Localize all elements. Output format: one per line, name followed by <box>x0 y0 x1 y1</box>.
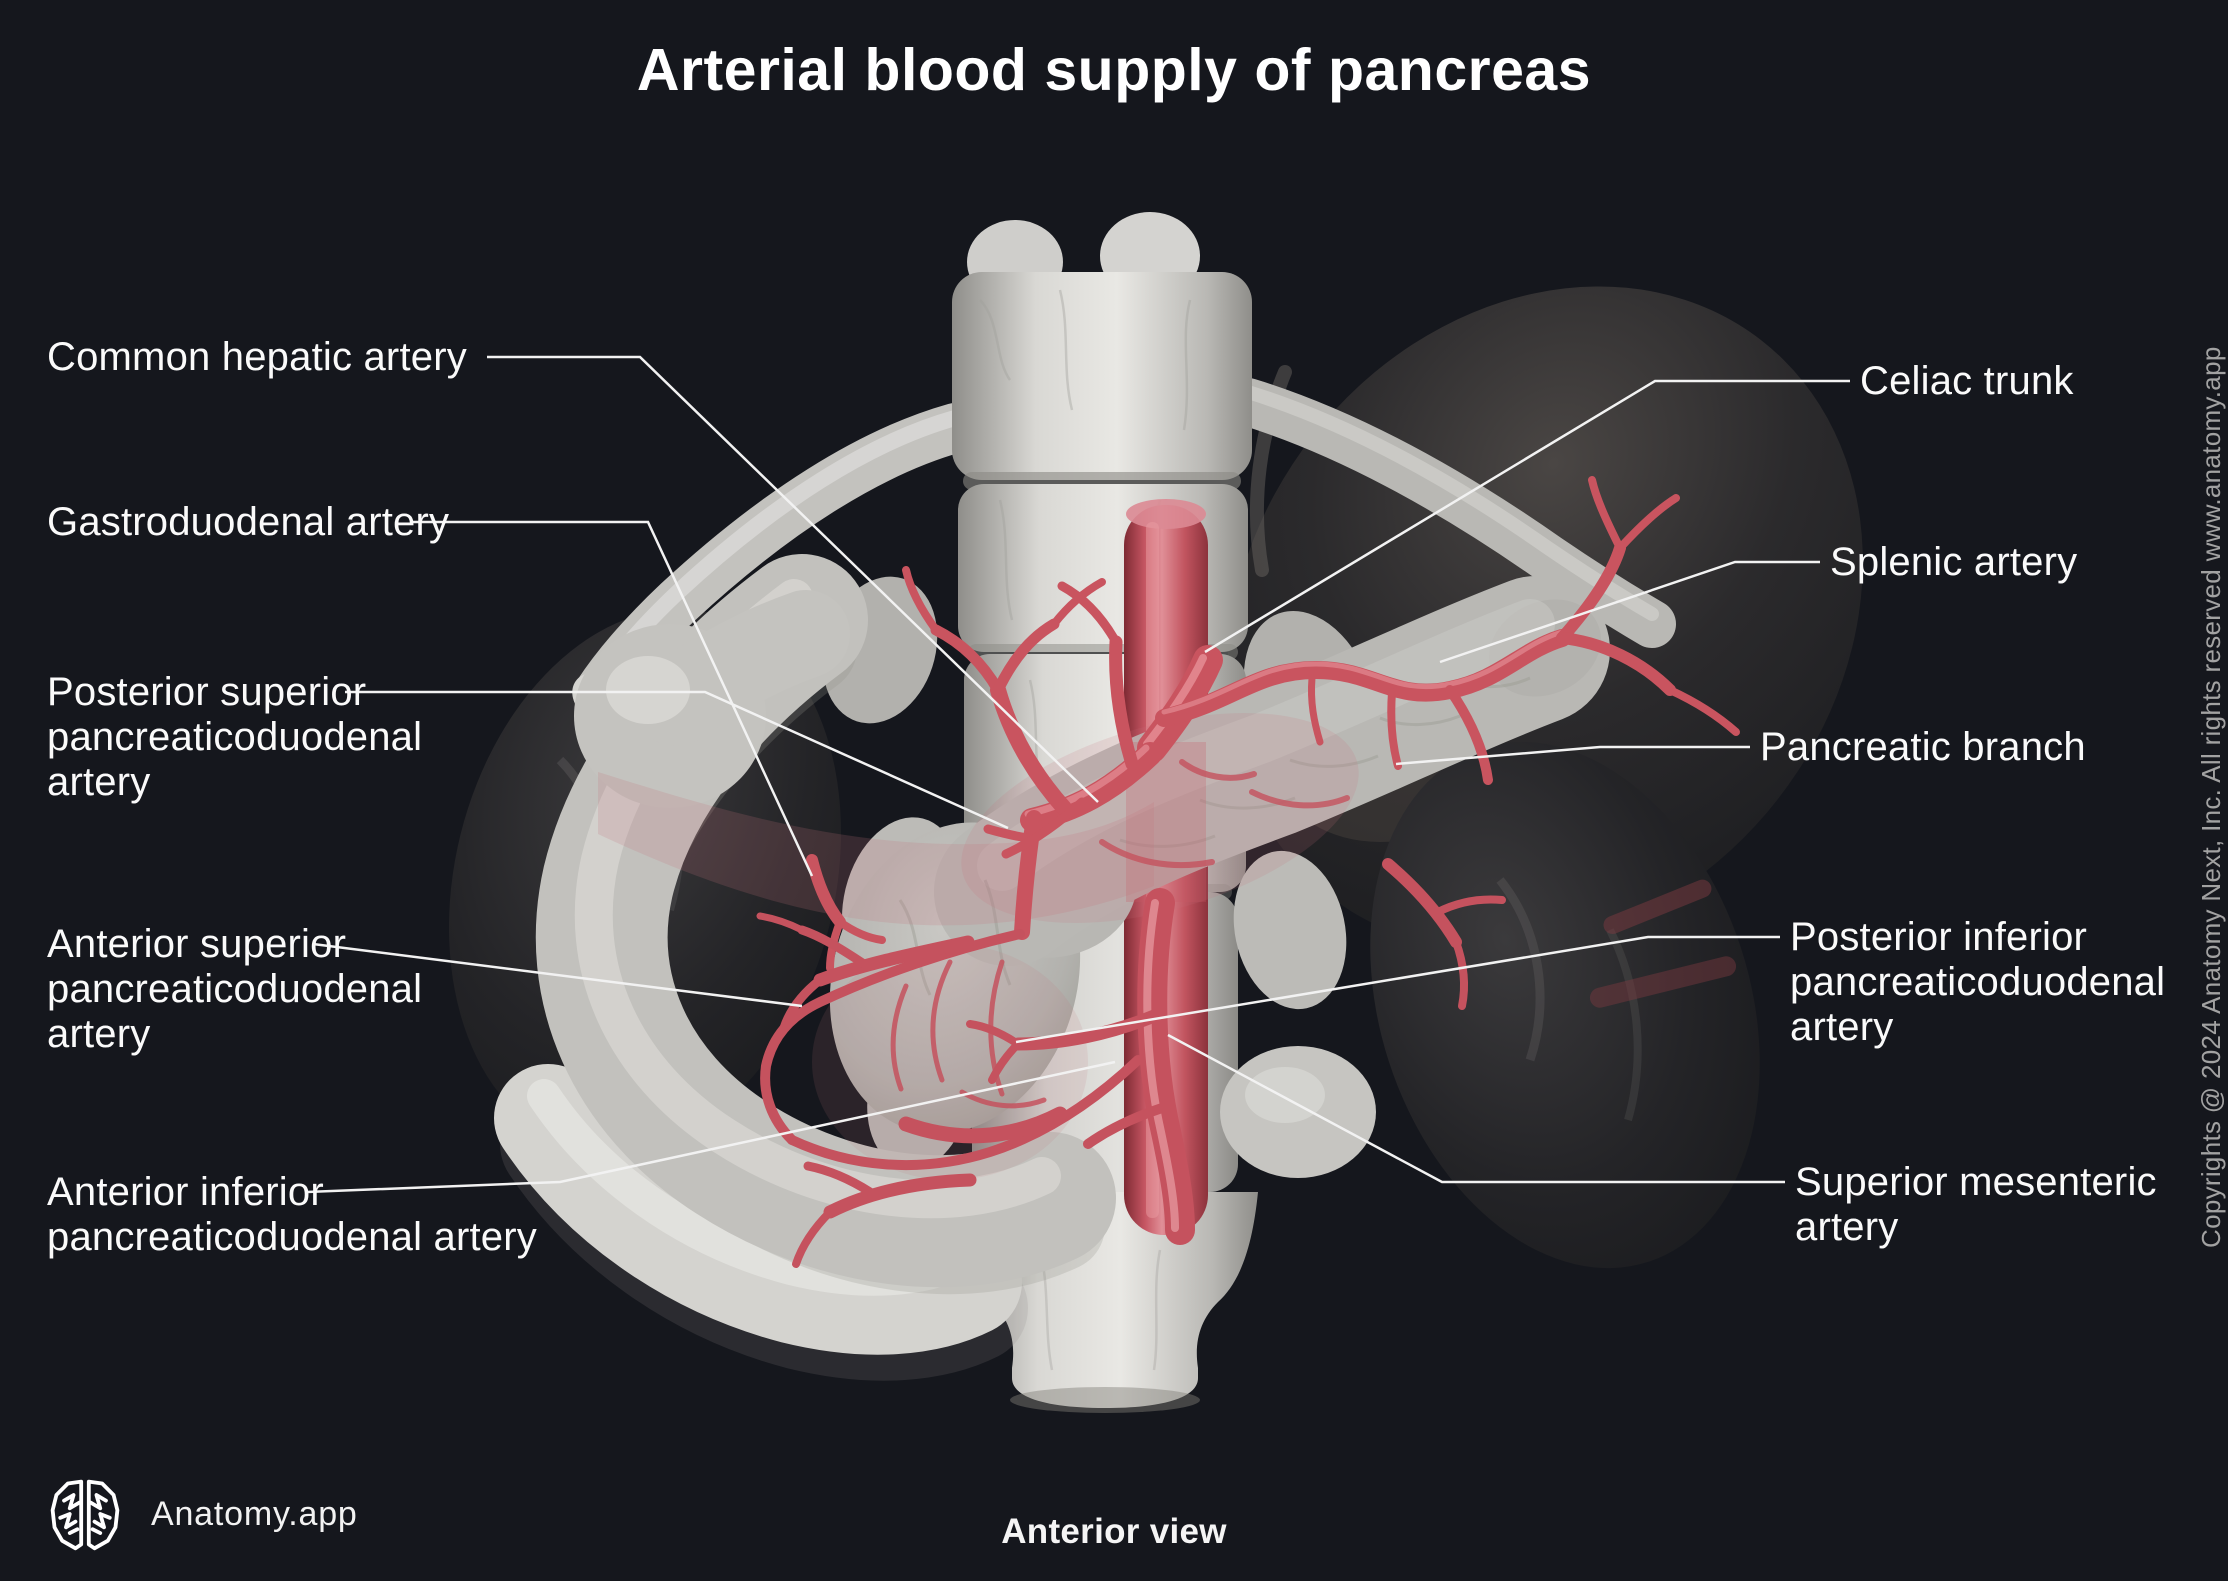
leader-line-posterior-superior-pancreaticoduodenal-artery <box>345 690 1009 830</box>
pancreaticoduodenal-arcades <box>760 759 1350 1171</box>
splenic-artery-vessel <box>1155 476 1740 785</box>
anatomy-app-logo brain-icon <box>50 1479 120 1551</box>
pancreatic-branch-vessel <box>1387 688 1402 770</box>
leader-line-common-hepatic-artery <box>487 355 1099 803</box>
leader-line-celiac-trunk <box>1204 379 1850 654</box>
leader-line-anterior-superior-pancreaticoduodenal-artery <box>312 942 803 1008</box>
copyright-text: Copyrights @ 2024 Anatomy Next, Inc. All… <box>2196 346 2226 1248</box>
leader-line-gastroduodenal-artery <box>412 520 814 877</box>
leader-line-anterior-inferior-pancreaticoduodenal-artery <box>306 1060 1116 1194</box>
leader-line-superior-mesenteric-artery <box>1167 1033 1785 1184</box>
posterior-superior-pda-vessel <box>983 824 1033 843</box>
view-label: Anterior view <box>1001 1512 1227 1551</box>
anterior-inferior-pda-vessel <box>787 1055 1143 1171</box>
page-title: Arterial blood supply of pancreas <box>636 37 1592 103</box>
right-side-vessels <box>1382 858 1506 1010</box>
leader-line-pancreatic-branch <box>1395 745 1750 766</box>
leader-line-splenic-artery <box>1439 560 1820 664</box>
left-side-vessels <box>756 912 977 1268</box>
common-hepatic-artery-vessel <box>806 566 1162 972</box>
leader-lines <box>306 355 1850 1194</box>
brand-name: Anatomy.app <box>151 1494 358 1533</box>
right-kidney <box>1370 741 1760 1269</box>
gastroduodenal-artery-vessel <box>1014 810 1042 940</box>
leader-line-posterior-inferior-pancreaticoduodenal-artery <box>1015 935 1780 1044</box>
superior-mesenteric-artery-vessel <box>966 888 1195 1245</box>
brand-lockup: Anatomy.app <box>45 1474 358 1554</box>
anterior-superior-pda-vessel <box>760 929 1025 1145</box>
